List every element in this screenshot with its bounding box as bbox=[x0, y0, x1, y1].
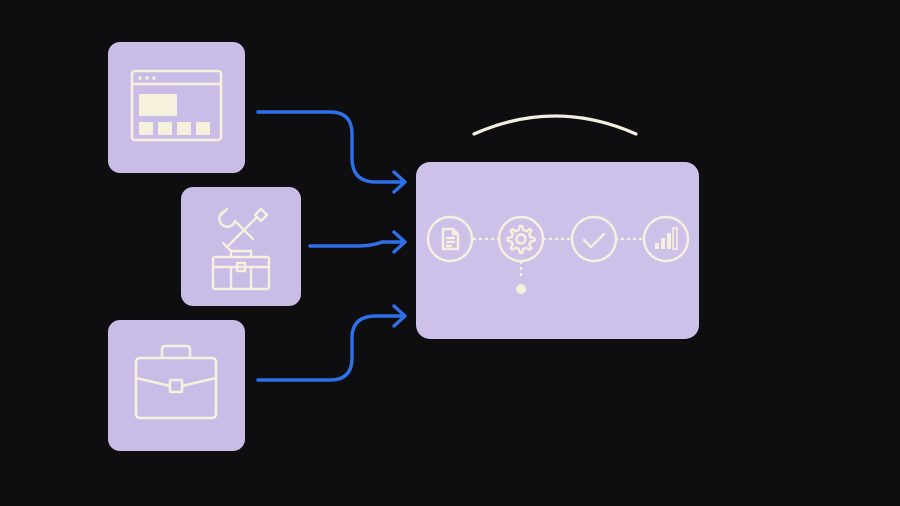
workflow-hub[interactable] bbox=[416, 162, 699, 339]
settings-step[interactable] bbox=[497, 215, 545, 263]
arrow-from-web-app bbox=[256, 110, 406, 184]
workflow-steps bbox=[426, 215, 690, 294]
hub-arc bbox=[472, 114, 638, 136]
arrow-from-business bbox=[256, 314, 406, 382]
analytics-step[interactable] bbox=[642, 215, 690, 263]
document-icon bbox=[441, 227, 460, 251]
arrow-head-tools bbox=[392, 230, 407, 254]
wrench-screwdriver-toolbox-icon bbox=[211, 207, 271, 291]
arrow-from-tools bbox=[308, 240, 406, 248]
browser-window-icon bbox=[130, 69, 223, 142]
bar-chart-icon bbox=[655, 227, 678, 250]
branch-node bbox=[516, 284, 526, 294]
arrow-head-web-app bbox=[392, 170, 407, 194]
web-app-tile[interactable] bbox=[108, 42, 245, 173]
tools-tile[interactable] bbox=[181, 187, 301, 306]
gear-icon bbox=[506, 224, 536, 255]
arrow-head-business bbox=[392, 304, 407, 328]
approve-step[interactable] bbox=[570, 215, 618, 263]
business-tile[interactable] bbox=[108, 320, 245, 451]
document-step[interactable] bbox=[426, 215, 474, 263]
briefcase-icon bbox=[134, 344, 218, 420]
checkmark-icon bbox=[582, 232, 606, 249]
